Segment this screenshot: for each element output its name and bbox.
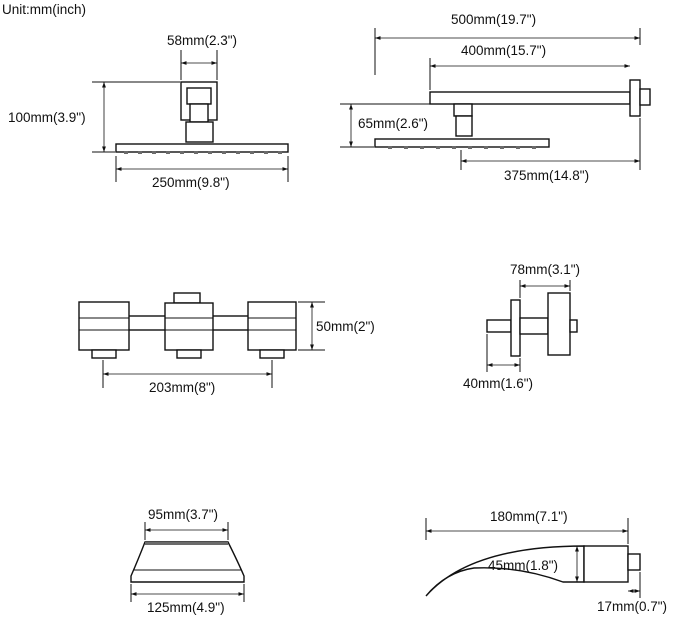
valve-side-view: 78mm(3.1") 40mm(1.6"): [463, 262, 580, 391]
dim-375-label: 375mm(14.8"): [504, 168, 589, 183]
valve-knob-tip: [569, 319, 578, 333]
dim-58-label: 58mm(2.3"): [167, 33, 237, 48]
valve-handle-center: [164, 302, 214, 359]
valve-front-view: 50mm(2") 203mm(8"): [78, 292, 375, 395]
handle-top-edge: [145, 542, 228, 545]
shower-head-front-view: 58mm(2.3") 100mm(3.9") 250mm(9.8"): [8, 33, 289, 190]
dim-180-label: 180mm(7.1"): [490, 509, 568, 524]
mount-inner-square: [186, 87, 212, 105]
valve-connector: [519, 317, 549, 335]
wall-flange: [629, 79, 641, 117]
dim-125-label: 125mm(4.9"): [147, 600, 225, 615]
mount-nut: [189, 103, 209, 123]
dim-45-label: 45mm(1.8"): [488, 558, 558, 573]
shower-arm: [429, 91, 631, 105]
side-rain-plate: [374, 138, 550, 148]
dim-17-label: 17mm(0.7"): [597, 599, 667, 614]
valve-plate: [510, 299, 521, 357]
wall-thread: [639, 88, 651, 106]
dim-78-label: 78mm(3.1"): [510, 262, 580, 277]
unit-label: Unit:mm(inch): [2, 2, 86, 17]
dim-100-label: 100mm(3.9"): [8, 110, 86, 125]
handle-body: [130, 541, 245, 583]
dim-400-label: 400mm(15.7"): [461, 43, 546, 58]
dim-203-label: 203mm(8"): [149, 380, 215, 395]
handle-view: 95mm(3.7") 125mm(4.9"): [130, 507, 245, 615]
rain-plate: [115, 143, 289, 153]
side-nozzle-row: [388, 146, 536, 149]
dim-50-label: 50mm(2"): [316, 319, 375, 334]
valve-knob: [547, 292, 571, 356]
arm-ball-joint: [455, 115, 473, 137]
shower-arm-side-view: 500mm(19.7") 400mm(15.7") 65mm(2.6") 375…: [340, 12, 651, 183]
valve-top-cap: [173, 292, 201, 304]
valve-handle-left: [78, 301, 130, 359]
valve-stem: [486, 319, 512, 333]
nozzle-row: [124, 151, 282, 154]
spout-body: [425, 545, 585, 597]
spout-side-view: 180mm(7.1") 45mm(1.8") 17mm(0.7"): [425, 509, 667, 614]
arm-connector: [453, 103, 473, 117]
dim-40-label: 40mm(1.6"): [463, 376, 533, 391]
dim-65-label: 65mm(2.6"): [358, 116, 428, 131]
dim-500-label: 500mm(19.7"): [451, 12, 536, 27]
valve-handle-right: [247, 301, 297, 359]
spout-thread: [627, 553, 641, 571]
ball-joint: [185, 121, 214, 143]
dim-250-label: 250mm(9.8"): [152, 175, 230, 190]
spout-block: [583, 545, 629, 583]
dim-95-label: 95mm(3.7"): [148, 507, 218, 522]
